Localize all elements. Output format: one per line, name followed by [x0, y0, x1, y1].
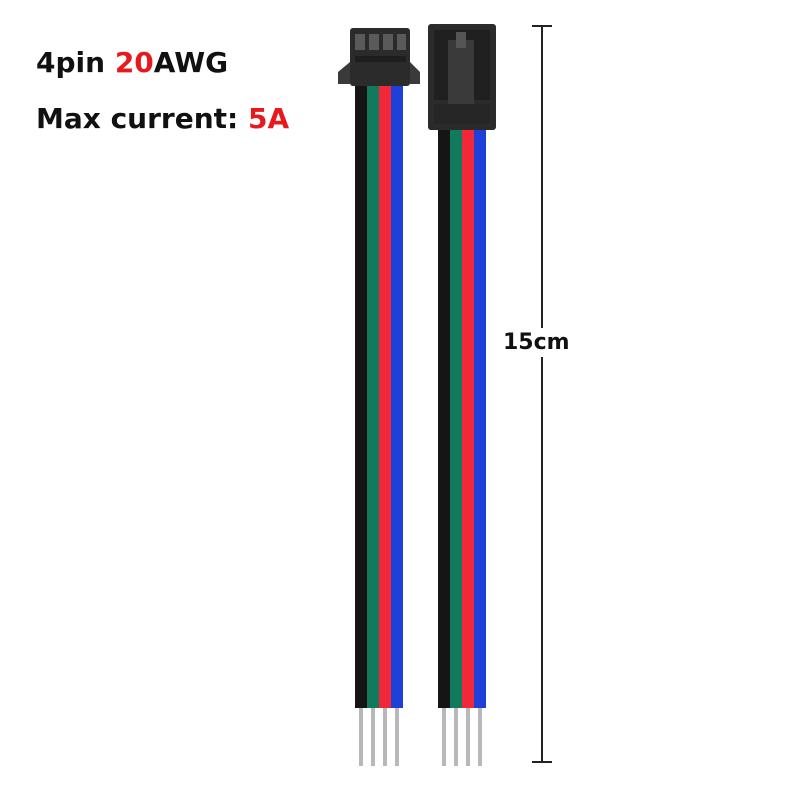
right-wire-blue [474, 128, 486, 708]
left-wire-bundle [355, 84, 403, 708]
left-wire-blue [391, 84, 403, 708]
max-current-value: 5A [247, 102, 290, 135]
gauge-unit: AWG [153, 46, 229, 79]
gauge-number: 20 [114, 46, 154, 79]
right-wire-bundle [438, 128, 486, 708]
left-pins [359, 708, 399, 766]
max-current-label: Max current: [36, 102, 248, 135]
right-wire-green [450, 128, 462, 708]
right-pins [442, 708, 482, 766]
cable-length-label: 15cm [503, 328, 570, 357]
male-connector-cable [428, 24, 496, 766]
wire-gauge-spec: 4pin 20AWG [36, 46, 228, 79]
dimension-line [532, 25, 552, 763]
female-connector-housing [338, 28, 420, 86]
left-wire-red [379, 84, 391, 708]
female-connector-cable [338, 28, 420, 766]
right-wire-red [462, 128, 474, 708]
male-connector-housing [428, 24, 496, 130]
left-wire-black [355, 84, 367, 708]
left-wire-green [367, 84, 379, 708]
pin-count-text: 4pin [36, 46, 115, 79]
right-wire-black [438, 128, 450, 708]
max-current-spec: Max current: 5A [36, 102, 289, 135]
